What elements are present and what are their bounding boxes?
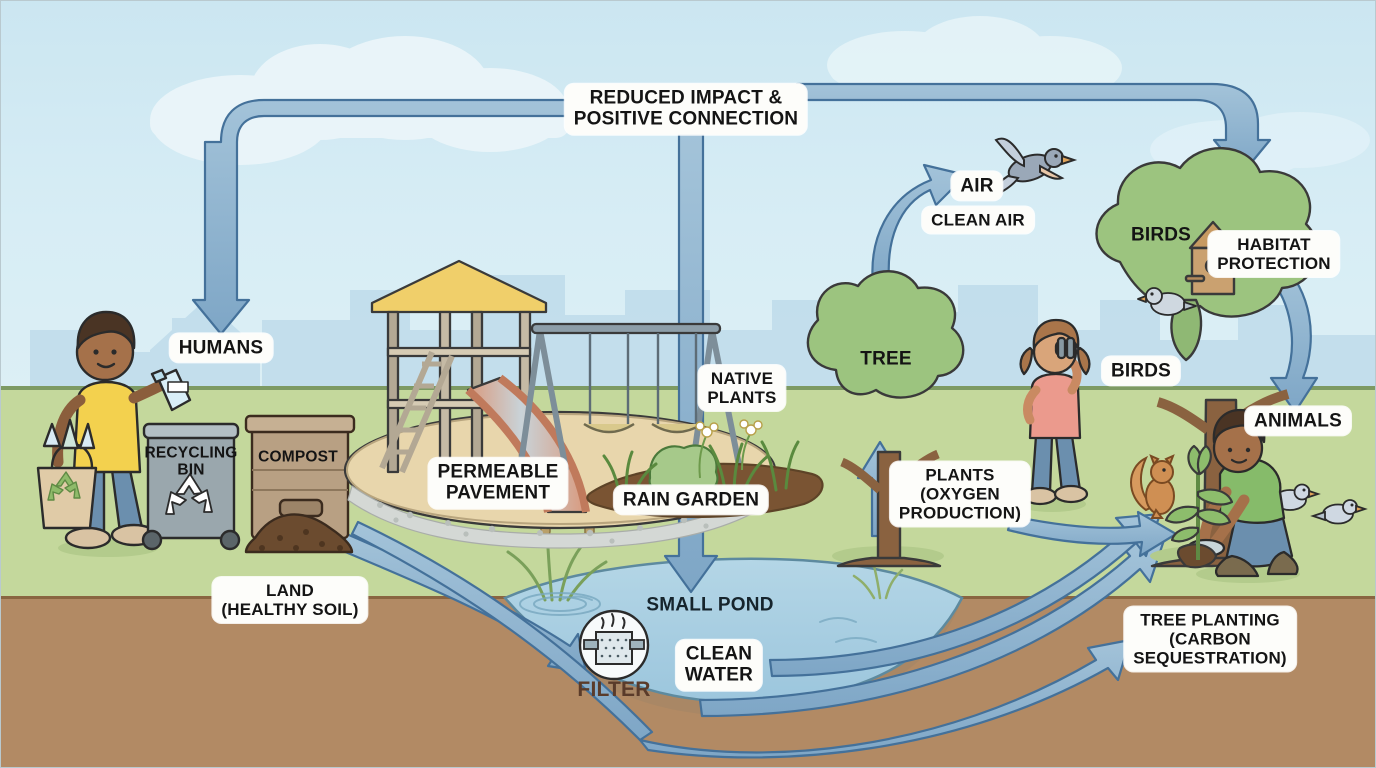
water-bottle — [150, 368, 192, 412]
arrow-plants-right — [1006, 510, 1178, 558]
label-clean-water: CLEAN WATER — [675, 639, 763, 691]
squirrel — [1130, 454, 1175, 519]
arrow-pond-to-planting — [698, 538, 1166, 718]
label-rain-garden: RAIN GARDEN — [613, 485, 769, 515]
label-humans: HUMANS — [169, 333, 273, 363]
reusable-bag — [36, 418, 98, 530]
arrow-to-humans — [191, 98, 577, 336]
label-birds-tree: BIRDS — [1130, 224, 1192, 246]
label-tree-planting: TREE PLANTING (CARBON SEQUESTRATION) — [1124, 606, 1296, 672]
label-birds-right: BIRDS — [1101, 356, 1181, 386]
label-small-pond: SMALL POND — [646, 594, 774, 616]
binoculars — [1054, 336, 1076, 360]
sapling — [1164, 444, 1234, 569]
flying-bird — [992, 137, 1078, 198]
perched-bird — [1137, 287, 1197, 316]
compost-bin — [244, 414, 356, 554]
label-reduced-impact: REDUCED IMPACT & POSITIVE CONNECTION — [564, 83, 808, 135]
label-filter: FILTER — [577, 678, 651, 702]
label-compost: COMPOST — [258, 448, 338, 466]
label-animals: ANIMALS — [1245, 406, 1351, 436]
planting-person — [1186, 408, 1300, 583]
label-plants-oxygen: PLANTS (OXYGEN PRODUCTION) — [889, 461, 1031, 527]
label-clean-air: CLEAN AIR — [922, 206, 1034, 234]
flow-arrows — [191, 82, 1319, 759]
boy-recycling — [36, 310, 192, 557]
label-tree: TREE — [860, 348, 912, 370]
swing-set — [517, 322, 743, 471]
recycling-bin — [141, 422, 241, 551]
arrow-water-to-planting — [768, 512, 1162, 678]
label-native-plants: NATIVE PLANTS — [698, 364, 786, 412]
label-recycling-bin: RECYCLING BIN — [144, 444, 238, 479]
arrow-left-under-pond — [350, 520, 654, 742]
arrow-top-right — [795, 82, 1272, 176]
label-permeable-pavement: PERMEABLE PAVEMENT — [428, 457, 568, 509]
arrow-label-to-pond — [663, 132, 719, 594]
label-habitat-protection: HABITAT PROTECTION — [1208, 230, 1340, 278]
filter-icon — [578, 609, 650, 681]
arrow-lower-sweep — [638, 638, 1132, 759]
label-air: AIR — [951, 171, 1003, 201]
garden-flowers — [698, 433, 751, 479]
girl-binoculars — [1018, 318, 1091, 512]
label-land-healthy-soil: LAND (HEALTHY SOIL) — [212, 576, 368, 624]
